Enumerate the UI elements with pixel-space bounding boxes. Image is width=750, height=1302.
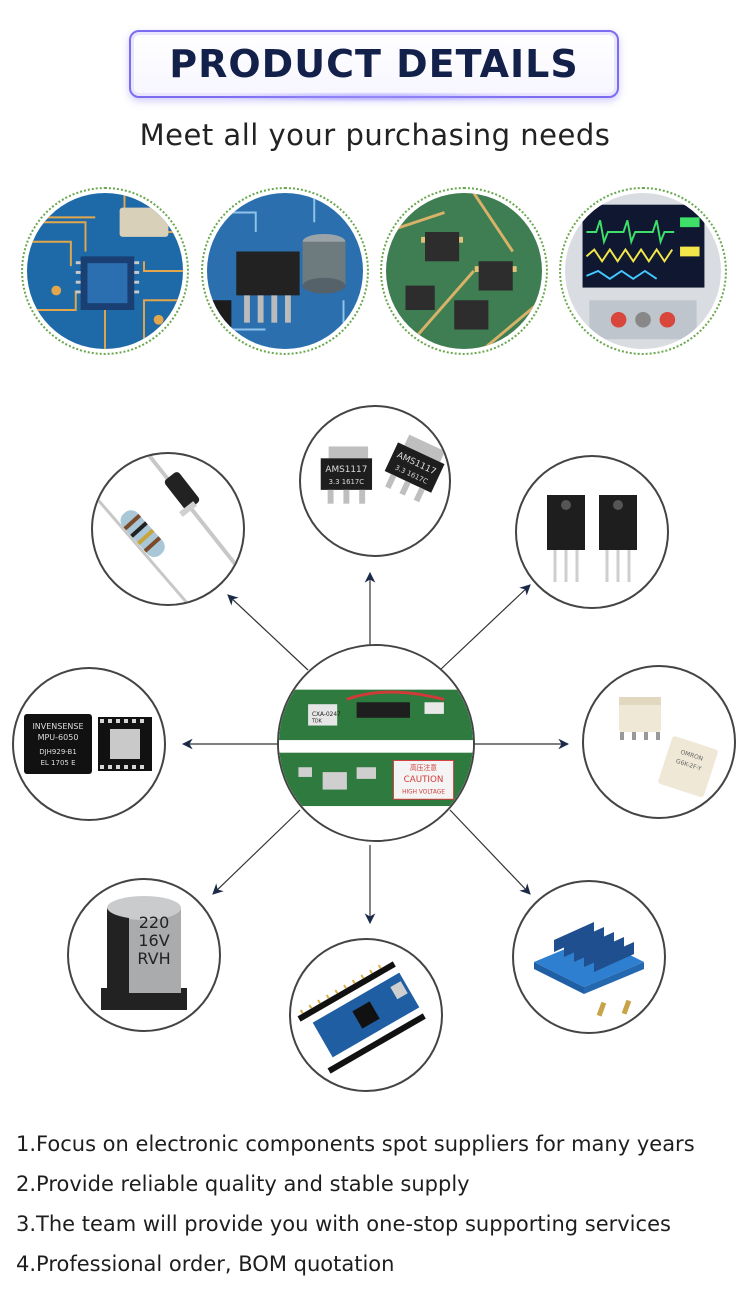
smd-components-icon: [386, 193, 542, 349]
caution-sub: HIGH VOLTAGE: [402, 789, 445, 795]
relay-icon: OMRON G6K-2F-Y: [619, 697, 718, 798]
header-banner: PRODUCT DETAILS: [129, 30, 619, 98]
pcb-chip-icon: [27, 193, 183, 349]
ic-lot-1: DJH929-B1: [39, 748, 77, 756]
page-subtitle: Meet all your purchasing needs: [139, 118, 611, 152]
connector-lines: [181, 571, 570, 925]
cap-value: 220: [139, 913, 170, 932]
node-ic-chip: INVENSENSE MPU-6050 DJH929-B1 EL 1705 E: [12, 667, 166, 821]
node-relay: OMRON G6K-2F-Y: [582, 665, 736, 819]
photo-smd-components: [380, 187, 548, 355]
ic-brand: INVENSENSE: [32, 722, 83, 731]
photo-regulator-board: [201, 187, 369, 355]
cap-voltage: 16V: [138, 931, 169, 950]
power-transistor-icon: [547, 495, 637, 582]
page-title: PRODUCT DETAILS: [169, 42, 579, 86]
feature-item: 4.Professional order, BOM quotation: [16, 1252, 395, 1276]
feature-list: 1.Focus on electronic components spot su…: [16, 1124, 736, 1284]
board-label: CXA-0247: [312, 712, 341, 718]
regulator-label-1: AMS1117: [325, 465, 367, 475]
ic-lot-2: EL 1705 E: [40, 759, 75, 767]
cap-series: RVH: [137, 949, 170, 968]
node-power-transistor: [515, 455, 669, 609]
component-diagram: CXA-0247 TDK 高压注意 CAUTION HIGH VOLTAGE A…: [0, 380, 750, 1100]
node-microcontroller-board: [289, 938, 443, 1092]
center-node-inverter-board: CXA-0247 TDK 高压注意 CAUTION HIGH VOLTAGE: [277, 644, 475, 842]
capacitor-icon: 220 16V RVH: [101, 896, 187, 1010]
ic-model: MPU-6050: [38, 733, 79, 742]
feature-item: 3.The team will provide you with one-sto…: [16, 1212, 671, 1236]
caution-cn: 高压注意: [410, 763, 437, 772]
node-resistor-diode: [91, 452, 245, 606]
photo-monitor-equipment: [559, 187, 727, 355]
banner-glow: [210, 92, 540, 102]
feature-item: 2.Provide reliable quality and stable su…: [16, 1172, 470, 1196]
inverter-board-icon: CXA-0247 TDK 高压注意 CAUTION HIGH VOLTAGE: [279, 646, 473, 840]
photo-pcb-chip: [21, 187, 189, 355]
node-voltage-regulator: AMS1117 3.3 1617C AMS1117 3.3 1617C: [299, 405, 451, 557]
node-heatsink: [512, 880, 666, 1034]
node-capacitor: 220 16V RVH: [67, 878, 221, 1032]
board-sub: TDK: [311, 719, 323, 725]
heatsink-icon: [534, 922, 644, 1017]
feature-item: 1.Focus on electronic components spot su…: [16, 1132, 695, 1156]
microcontroller-board-icon: [297, 961, 426, 1074]
voltage-regulator-icon: AMS1117 3.3 1617C AMS1117 3.3 1617C: [320, 434, 446, 504]
regulator-sub-1: 3.3 1617C: [329, 478, 365, 486]
ic-chip-icon: INVENSENSE MPU-6050 DJH929-B1 EL 1705 E: [24, 714, 152, 774]
monitor-equipment-icon: [565, 193, 721, 349]
regulator-board-icon: [207, 193, 363, 349]
caution-text: CAUTION: [404, 775, 444, 785]
resistor-diode-icon: [93, 454, 243, 604]
